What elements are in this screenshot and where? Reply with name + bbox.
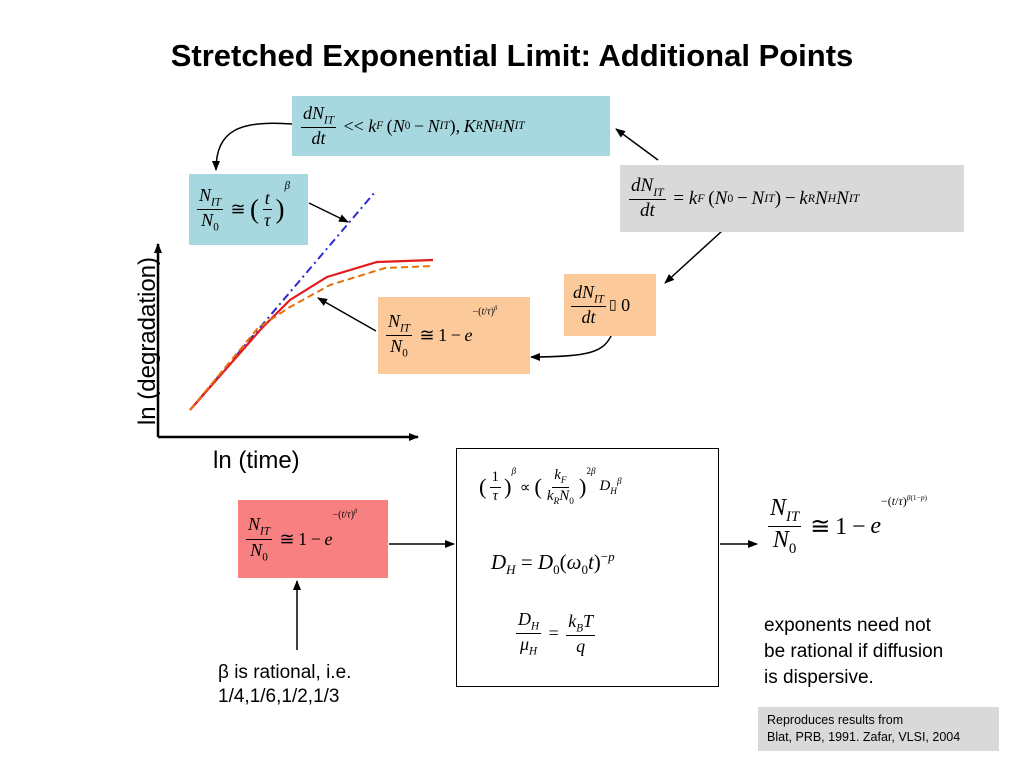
beta-note-line1: β is rational, i.e. — [218, 662, 352, 683]
reference-line1: Reproduces results from — [767, 713, 904, 727]
blue-dashdot-line — [189, 191, 376, 411]
orange-dashed-curve — [189, 265, 434, 411]
red-curve — [189, 258, 434, 411]
x-axis-label: ln (time) — [213, 447, 300, 474]
arrow-gray-to-top — [615, 128, 659, 161]
dispersive-note-line1: exponents need not — [764, 615, 931, 636]
equation-dispersive-diffusion: DH = D0(ω0t)−p — [491, 549, 615, 578]
arrow-peach-to-curve — [317, 297, 377, 332]
arrow-top-to-teal-box — [212, 122, 293, 171]
arrow-teal-to-line — [308, 202, 349, 223]
arrow-small-to-peach-big — [530, 333, 613, 361]
reference-line2: Blat, PRB, 1991. Zafar, VLSI, 2004 — [767, 730, 961, 744]
arrow-gray-to-peach — [664, 230, 723, 284]
slide-title: Stretched Exponential Limit: Additional … — [170, 38, 854, 73]
beta-note-line2: 1/4,1/6,1/2,1/3 — [218, 686, 340, 707]
dispersive-note: exponents need not be rational if diffus… — [764, 613, 943, 691]
dispersive-note-line3: is dispersive. — [764, 667, 874, 688]
dispersive-note-line2: be rational if diffusion — [764, 641, 944, 662]
beta-rational-note: β is rational, i.e. 1/4,1/6,1/2,1/3 — [218, 661, 351, 709]
y-axis-label: ln (degradation) — [134, 256, 161, 426]
reference-box: Reproduces results from Blat, PRB, 1991.… — [758, 707, 999, 751]
